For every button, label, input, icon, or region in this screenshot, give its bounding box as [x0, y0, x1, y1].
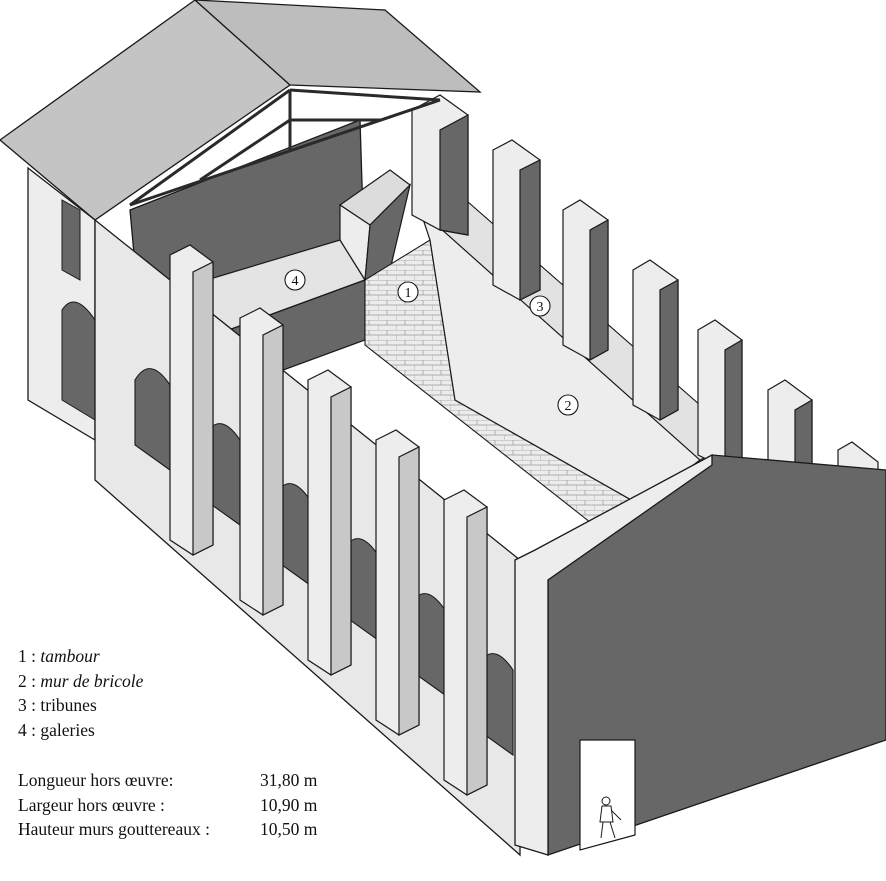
legend-term: tambour — [40, 646, 100, 666]
callout-2: 2 — [557, 394, 579, 416]
dimension-label: Longueur hors œuvre: — [18, 770, 174, 790]
roof-right-slope — [194, 0, 482, 93]
callout-1: 1 — [397, 281, 419, 303]
legend-separator: : — [26, 670, 41, 691]
dimension-value: 10,50 m — [260, 819, 318, 839]
dimension-value: 10,90 m — [260, 794, 318, 815]
dimension-label: Hauteur murs gouttereaux : — [18, 819, 210, 839]
dimension-row: Hauteur murs gouttereaux : 10,50 m — [18, 817, 317, 842]
rear-buttress-side — [439, 113, 469, 236]
svg-text:1: 1 — [405, 286, 412, 301]
legend-separator: : — [26, 719, 41, 740]
callout-4: 4 — [284, 269, 306, 291]
legend-item: 3 : tribunes — [18, 693, 143, 718]
legend-term: galeries — [40, 719, 95, 740]
legend-term: tribunes — [40, 695, 97, 715]
callouts: 1 2 3 4 — [284, 269, 579, 416]
legend-number: 1 — [18, 646, 27, 666]
dimension-value: 31,80 m — [260, 770, 318, 790]
front-buttresses — [169, 244, 488, 796]
legend-item: 4 : galeries — [18, 718, 143, 743]
legend-number: 4 — [18, 719, 27, 740]
dimension-label: Largeur hors œuvre : — [18, 794, 165, 815]
roof-truss — [129, 88, 441, 207]
legend-item: 1 : tambour — [18, 644, 143, 669]
entrance-door — [579, 739, 636, 851]
legend-term: mur de bricole — [40, 670, 144, 691]
front-gable-edge — [514, 453, 713, 856]
svg-text:4: 4 — [292, 274, 299, 289]
dimension-row: Largeur hors œuvre : 10,90 m — [18, 793, 317, 818]
legend-separator: : — [26, 646, 41, 666]
svg-text:2: 2 — [565, 399, 572, 414]
dimension-row: Longueur hors œuvre: 31,80 m — [18, 768, 317, 793]
callout-3: 3 — [529, 295, 551, 317]
left-gable-opening — [61, 199, 81, 281]
svg-text:3: 3 — [537, 300, 544, 315]
legend-number: 3 — [18, 695, 27, 715]
legend-number: 2 — [18, 670, 27, 691]
legend-item: 2 : mur de bricole — [18, 669, 143, 694]
person-scale-icon — [599, 796, 622, 839]
dimensions-table: Longueur hors œuvre: 31,80 m Largeur hors… — [18, 768, 317, 842]
legend: 1 : tambour 2 : mur de bricole 3 : tribu… — [18, 644, 143, 742]
left-gable-arch — [61, 301, 96, 421]
right-wall-buttresses — [492, 139, 879, 476]
legend-separator: : — [26, 695, 41, 715]
